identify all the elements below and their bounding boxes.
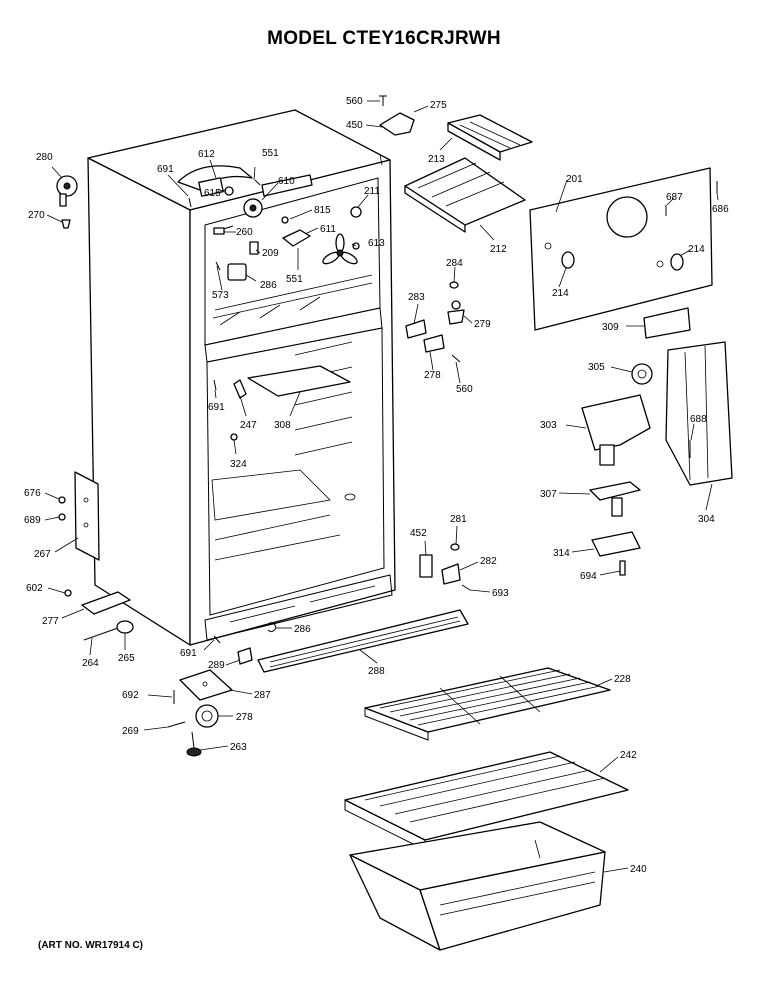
- part-304-label: 304: [698, 514, 715, 525]
- part-689-label: 689: [24, 515, 41, 526]
- part-691-label: 691: [157, 164, 174, 175]
- part-450-label: 450: [346, 120, 363, 131]
- part-676-label: 676: [24, 488, 41, 499]
- part-305-label: 305: [588, 362, 605, 373]
- art-number: (ART NO. WR17914 C): [38, 940, 144, 951]
- part-240-label: 240: [630, 864, 647, 875]
- part-213-label: 213: [428, 154, 445, 165]
- part-610-label: 610: [278, 176, 295, 187]
- callout-leaders: [44, 100, 719, 873]
- part-214b-label: 214: [688, 244, 705, 255]
- part-687-label: 687: [666, 192, 683, 203]
- part-286b-label: 286: [294, 624, 311, 635]
- part-288-label: 288: [368, 666, 385, 677]
- part-264-label: 264: [82, 658, 99, 669]
- part-694-label: 694: [580, 571, 597, 582]
- part-275-label: 275: [430, 100, 447, 111]
- hinge-and-base-parts: [56, 175, 471, 757]
- part-693-label: 693: [492, 588, 509, 599]
- part-263-label: 263: [230, 742, 247, 753]
- part-551-label: 551: [262, 148, 279, 159]
- refrigerator-cabinet: [87, 109, 396, 646]
- part-307-label: 307: [540, 489, 557, 500]
- part-551b-label: 551: [286, 274, 303, 285]
- shelf-and-crisper-parts: [344, 667, 629, 951]
- part-211-label: 211: [364, 186, 380, 197]
- part-279-label: 279: [474, 319, 491, 330]
- part-692-label: 692: [122, 690, 139, 701]
- part-613-label: 613: [368, 238, 385, 249]
- part-324-label: 324: [230, 459, 247, 470]
- part-281-label: 281: [450, 514, 467, 525]
- part-287-label: 287: [254, 690, 271, 701]
- part-691b-label: 691: [208, 402, 225, 413]
- part-686-label: 686: [712, 204, 729, 215]
- part-612-label: 612: [198, 149, 215, 160]
- part-212-label: 212: [490, 244, 507, 255]
- part-573-label: 573: [212, 290, 229, 301]
- part-284-label: 284: [446, 258, 463, 269]
- part-278-label: 278: [424, 370, 441, 381]
- part-452-label: 452: [410, 528, 427, 539]
- freezer-components: [177, 165, 362, 441]
- control-housing-parts: [581, 341, 733, 576]
- part-260-label: 260: [236, 227, 253, 238]
- part-214-label: 214: [552, 288, 569, 299]
- part-560b-label: 560: [456, 384, 473, 395]
- part-209-label: 209: [262, 248, 279, 259]
- part-615-label: 615: [204, 188, 221, 199]
- part-280-label: 280: [36, 152, 53, 163]
- callout-labels: 560 275 450 213 280 270 691 612 551 615 …: [24, 96, 729, 875]
- evaporator-cover-parts: [379, 95, 718, 363]
- part-560-label: 560: [346, 96, 363, 107]
- part-267-label: 267: [34, 549, 51, 560]
- part-286-label: 286: [260, 280, 277, 291]
- part-283-label: 283: [408, 292, 425, 303]
- part-611-label: 611: [320, 224, 336, 235]
- part-309-label: 309: [602, 322, 619, 333]
- part-277-label: 277: [42, 616, 59, 627]
- part-314-label: 314: [553, 548, 570, 559]
- part-201-label: 201: [566, 174, 583, 185]
- part-269-label: 269: [122, 726, 139, 737]
- part-282-label: 282: [480, 556, 497, 567]
- diagram-title: MODEL CTEY16CRJRWH: [267, 28, 501, 49]
- part-688-label: 688: [690, 414, 707, 425]
- part-242-label: 242: [620, 750, 637, 761]
- part-289-label: 289: [208, 660, 225, 671]
- part-308-label: 308: [274, 420, 291, 431]
- part-815-label: 815: [314, 205, 331, 216]
- part-247-label: 247: [240, 420, 257, 431]
- part-602-label: 602: [26, 583, 43, 594]
- part-691c-label: 691: [180, 648, 197, 659]
- part-270-label: 270: [28, 210, 45, 221]
- part-303-label: 303: [540, 420, 557, 431]
- part-278b-label: 278: [236, 712, 253, 723]
- part-228-label: 228: [614, 674, 631, 685]
- part-265-label: 265: [118, 653, 135, 664]
